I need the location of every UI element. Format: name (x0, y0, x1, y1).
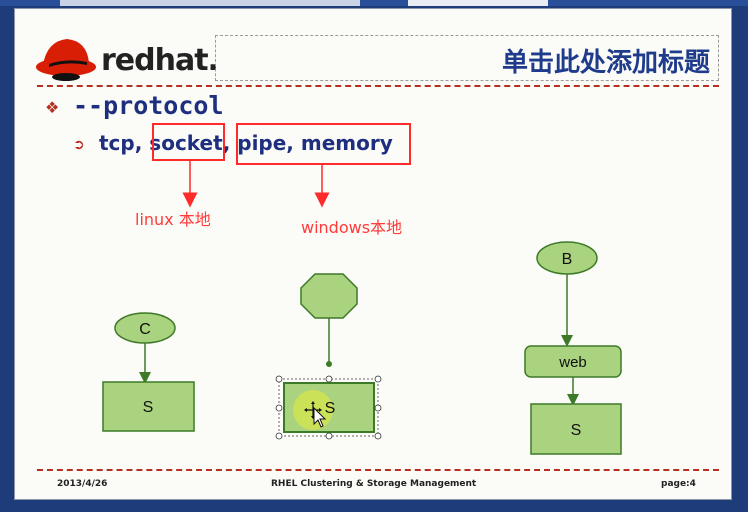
node-web-label: web (558, 354, 587, 371)
toolbar-segment (60, 0, 360, 6)
node-c-label: C (139, 321, 151, 338)
node-b[interactable]: B (536, 241, 598, 275)
node-s-right-label: S (571, 422, 582, 439)
selection-handles[interactable] (275, 375, 382, 440)
node-s-middle-label: S (325, 400, 336, 417)
node-s-left[interactable]: S (102, 381, 195, 432)
footer-page: page:4 (661, 479, 696, 489)
connection-point[interactable] (326, 361, 332, 367)
option-tcp: tcp, (99, 131, 150, 155)
annotation-windows-local: windows本地 (301, 218, 403, 237)
pipe-memory-highlight-box (236, 123, 411, 165)
diamond-bullet-icon: ❖ (45, 98, 60, 117)
arrow-bullet-icon: ➲ (73, 137, 85, 153)
move-cursor-icon (304, 401, 327, 428)
window-top-strip (0, 0, 748, 6)
node-c[interactable]: C (114, 312, 176, 344)
annotation-linux-local: linux 本地 (135, 210, 211, 229)
footer-date: 2013/4/26 (57, 479, 108, 489)
title-placeholder[interactable]: 单击此处添加标题 (215, 35, 719, 81)
logo-text: redhat. (101, 43, 219, 78)
option-separator: , (222, 131, 238, 155)
slide-title: 单击此处添加标题 (501, 48, 710, 78)
node-octagon[interactable] (300, 273, 358, 319)
bullet-protocol: --protocol (73, 91, 224, 120)
option-socket: socket (149, 131, 223, 155)
socket-highlight-box (152, 123, 225, 161)
option-pipe-memory: pipe, memory (237, 131, 393, 155)
shadowman-icon (36, 39, 96, 81)
footer-rule (37, 469, 719, 471)
toolbar-field[interactable] (408, 0, 548, 6)
node-s-middle-selected[interactable]: S (275, 375, 382, 440)
redhat-logo (33, 31, 233, 83)
node-s-left-label: S (143, 399, 154, 416)
node-s-right[interactable]: S (530, 403, 622, 455)
bullet-protocol-options: tcp, socket, pipe, memory (99, 131, 393, 155)
title-rule (37, 85, 719, 90)
node-web[interactable]: web (524, 345, 622, 378)
node-b-label: B (562, 251, 573, 268)
footer-title: RHEL Clustering & Storage Management (271, 479, 477, 489)
